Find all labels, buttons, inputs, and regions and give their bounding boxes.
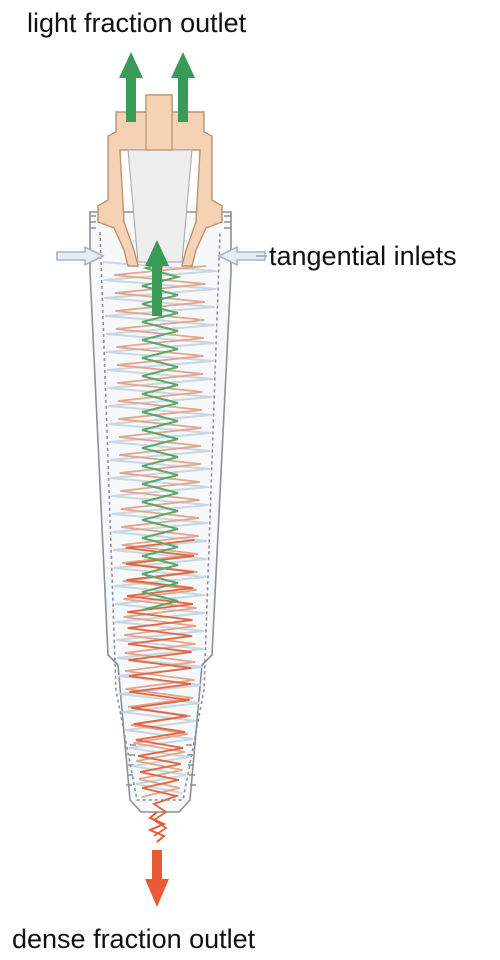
vortex-finder-top: [146, 95, 172, 150]
vortex-finder: [128, 150, 192, 262]
dense-outlet-arrow: [145, 850, 169, 907]
dense-outlet-squiggle: [150, 812, 164, 842]
